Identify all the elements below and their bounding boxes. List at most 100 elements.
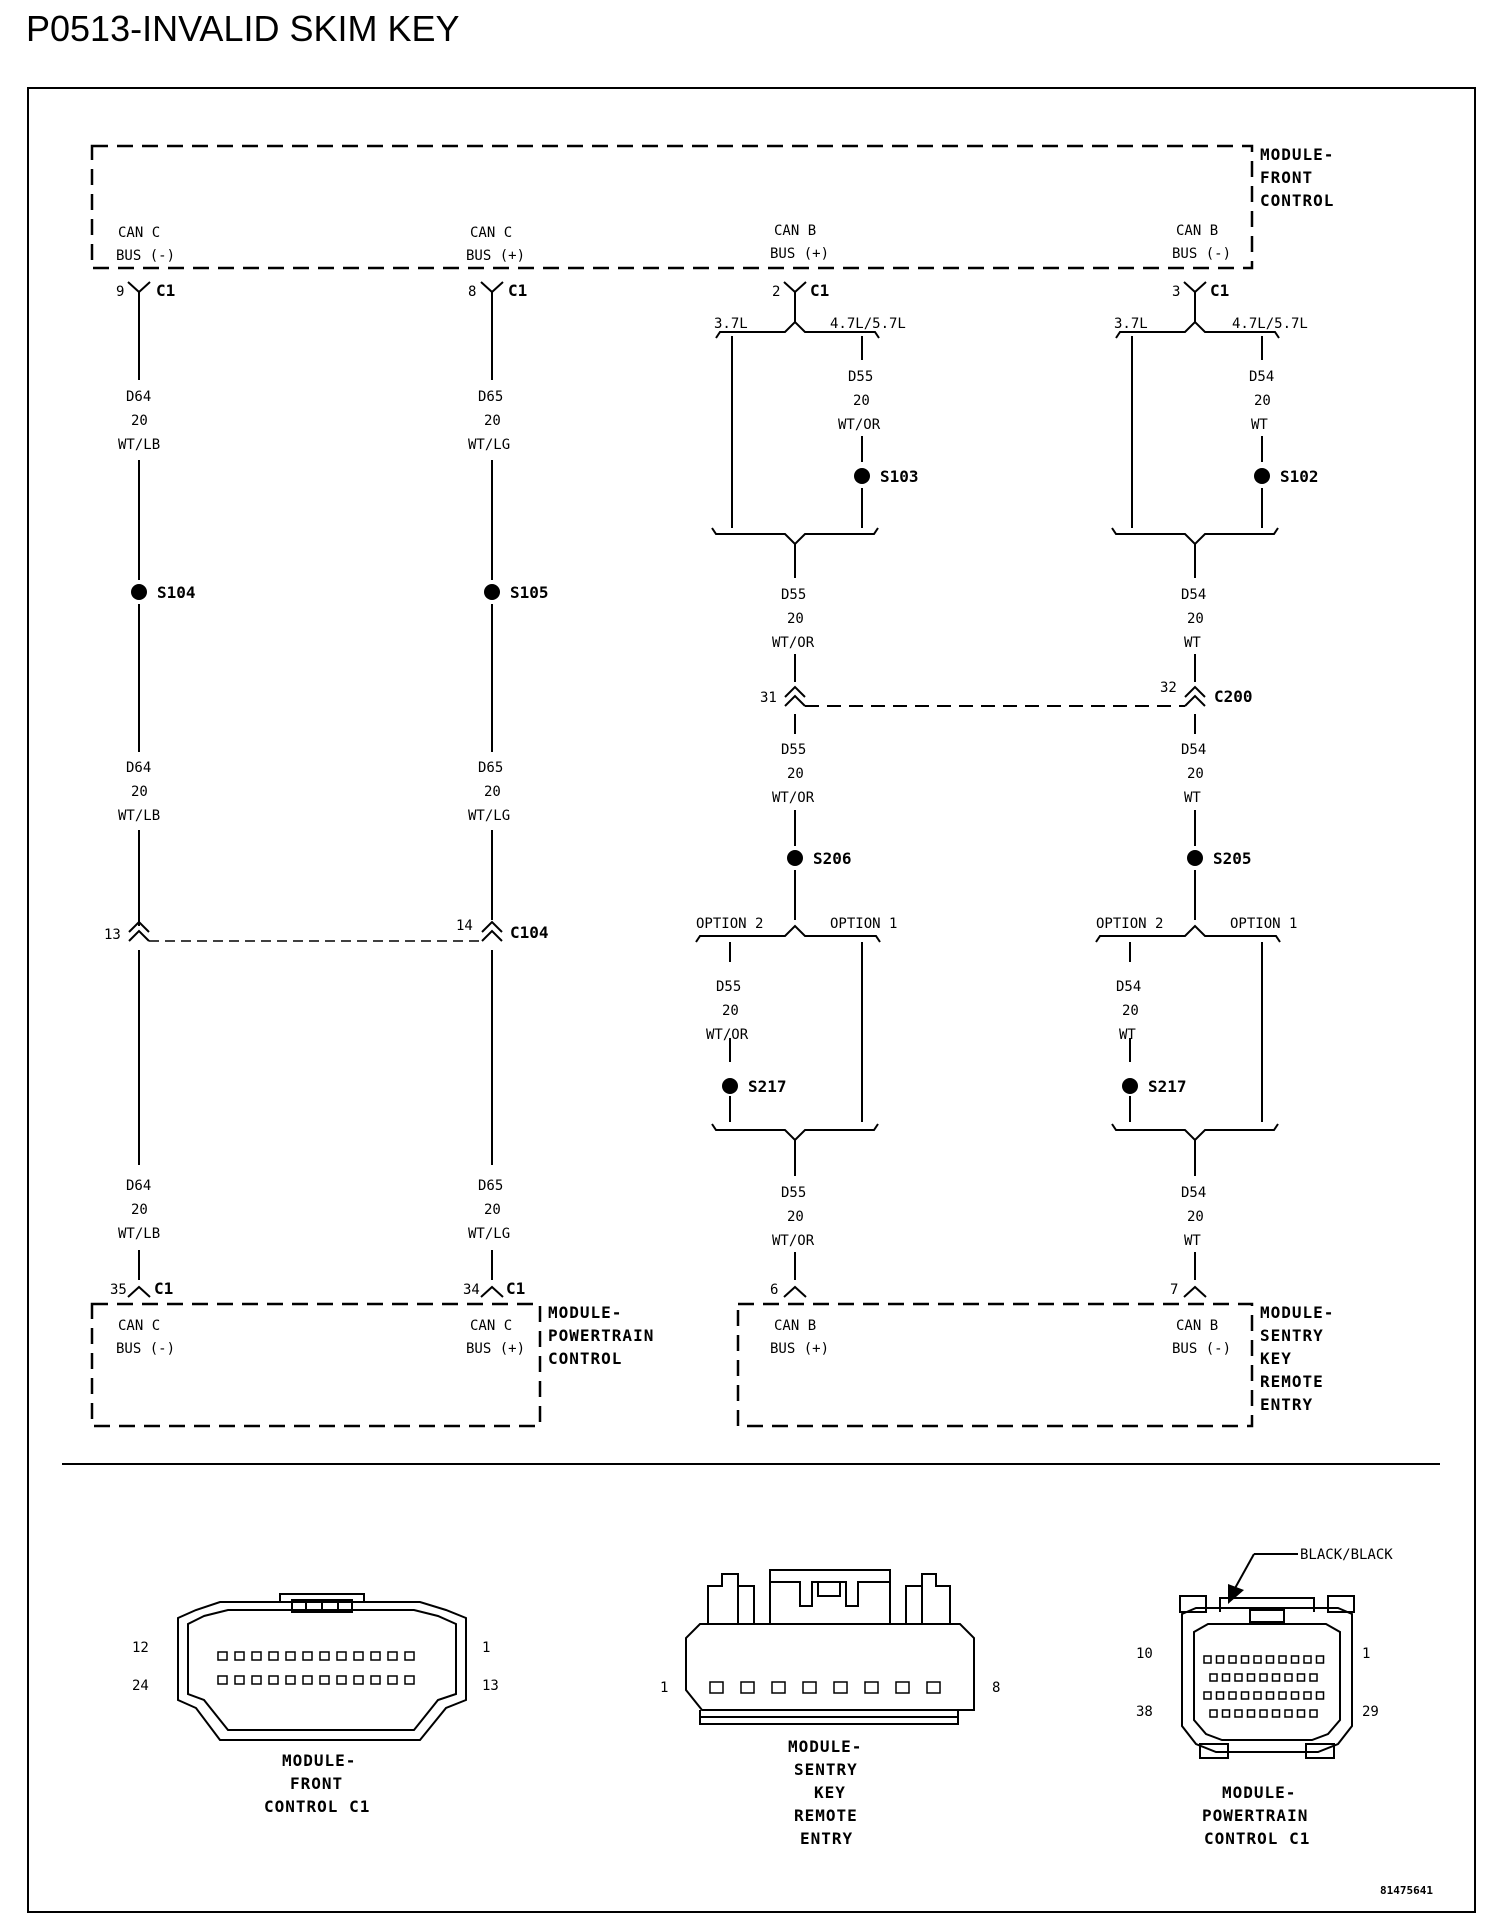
svg-text:D54: D54 [1249,369,1274,385]
svg-text:CONTROL C1: CONTROL C1 [1204,1829,1310,1848]
pin-cavity [1278,1691,1287,1700]
svg-text:BUS (+): BUS (+) [466,1341,525,1357]
module-label: CONTROL [1260,191,1334,210]
pin-cavity [251,1651,262,1661]
wire-label-d54: D54 20 WT [1116,979,1141,1043]
pin-cavity [1271,1673,1281,1682]
black-black-callout: BLACK/BLACK [1228,1547,1393,1604]
svg-text:C1: C1 [506,1279,525,1298]
wire-label-d55: D55 20 WT/OR [772,587,815,651]
svg-text:35: 35 [110,1282,127,1298]
wire-label-d54: D54 20 WT [1181,587,1206,651]
splice-s217: S217 [748,1077,787,1096]
pin-num-1: 1 [1362,1646,1370,1662]
branch-label-4-7l-5-7l: 4.7L/5.7L [1232,316,1308,332]
svg-text:C1: C1 [508,281,527,300]
svg-text:3: 3 [1172,284,1180,300]
pin-cavity [251,1675,262,1685]
svg-text:WT/LG: WT/LG [468,437,510,453]
svg-text:D54: D54 [1116,979,1141,995]
splice-s102: S102 [1280,467,1319,486]
svg-text:20: 20 [131,413,148,429]
svg-text:CAN C: CAN C [118,1318,160,1334]
pin-cavity [336,1651,347,1661]
pin-cavity [1246,1673,1256,1682]
pin-cavity [740,1681,755,1694]
pin-row [217,1651,415,1661]
svg-text:20: 20 [1254,393,1271,409]
svg-text:C1: C1 [154,1279,173,1298]
module-label: CONTROL [548,1349,622,1368]
svg-text:BUS (-): BUS (-) [116,248,175,264]
svg-text:C1: C1 [810,281,829,300]
pin-num-10: 10 [1136,1646,1153,1662]
splice-s217-dot [1122,1078,1138,1094]
pin-cavity [1259,1709,1268,1718]
pin-cavity [802,1681,817,1694]
svg-text:CAN C: CAN C [118,225,160,241]
pin-cavity [1303,1691,1312,1700]
pin-cavity [1228,1691,1237,1700]
pin-fcm-2: 2 C1 [772,281,829,300]
connector-view-skre-label: MODULE- SENTRY KEY REMOTE ENTRY [788,1737,861,1848]
svg-text:20: 20 [787,766,804,782]
figure-id: 81475641 [1380,1884,1433,1897]
pin-cavity [319,1675,330,1685]
wire-label-d54: D54 20 WT [1181,742,1206,806]
pin-cavity [285,1675,296,1685]
pin-cavity [370,1675,381,1685]
pin-num-8: 8 [992,1680,1000,1696]
pin-cavity [404,1651,415,1661]
svg-text:BLACK/BLACK: BLACK/BLACK [1300,1547,1393,1563]
svg-text:POWERTRAIN: POWERTRAIN [1202,1806,1308,1825]
module-front-control: MODULE- FRONT CONTROL [90,144,1334,270]
pin-cavity [1265,1655,1275,1664]
pin-cavity [771,1681,786,1694]
branch-label-3-7l: 3.7L [1114,316,1148,332]
pin-cavity [1215,1655,1225,1664]
pin-cavity [302,1651,313,1661]
module-sentry-key-remote-entry: MODULE- SENTRY KEY REMOTE ENTRY [736,1302,1333,1428]
svg-text:D65: D65 [478,389,503,405]
svg-text:D55: D55 [781,587,806,603]
svg-text:KEY: KEY [814,1783,846,1802]
diagram-frame [27,87,1476,1913]
pin-num-1: 1 [482,1640,490,1656]
connector-view-fcm-c1 [177,1593,467,1741]
svg-text:20: 20 [484,784,501,800]
svg-text:WT: WT [1251,417,1268,433]
svg-text:20: 20 [1187,766,1204,782]
svg-text:CAN B: CAN B [1176,1318,1218,1334]
branch-label-option-1: OPTION 1 [830,916,897,932]
svg-text:34: 34 [463,1282,480,1298]
pin-cavity [1234,1709,1243,1718]
svg-text:WT/LG: WT/LG [468,1226,510,1242]
module-label: MODULE- [548,1303,622,1322]
module-powertrain-control: MODULE- POWERTRAIN CONTROL [90,1302,653,1428]
svg-text:C1: C1 [1210,281,1229,300]
pin-cavity [1221,1673,1231,1682]
page-title: P0513-INVALID SKIM KEY [26,8,460,49]
svg-text:20: 20 [1187,611,1204,627]
pin-cavity [1278,1655,1287,1664]
pin-row [709,1681,941,1694]
wire-label-d55: D55 20 WT/OR [772,742,815,806]
pin-cavity [1209,1709,1218,1718]
pin-cavity [1296,1673,1306,1682]
svg-text:20: 20 [131,1202,148,1218]
svg-text:CAN B: CAN B [774,223,816,239]
splice-s205-dot [1187,850,1203,866]
svg-text:9: 9 [116,284,124,300]
pin-label-pcm-canc-plus: CAN C BUS (+) [466,1318,525,1357]
pin-grid [1203,1655,1325,1718]
svg-text:WT/OR: WT/OR [772,635,815,651]
svg-text:C1: C1 [156,281,175,300]
pin-cavity [268,1675,279,1685]
branch-label-option-2: OPTION 2 [1096,916,1163,932]
pin-cavity [1309,1673,1318,1682]
svg-text:32: 32 [1160,680,1177,696]
splice-s105-dot [484,584,500,600]
svg-text:WT/LB: WT/LB [118,1226,160,1242]
wire-label-d55: D55 20 WT/OR [706,979,749,1043]
pin-label-fcm-canc-plus: CAN C BUS (+) [466,225,525,264]
